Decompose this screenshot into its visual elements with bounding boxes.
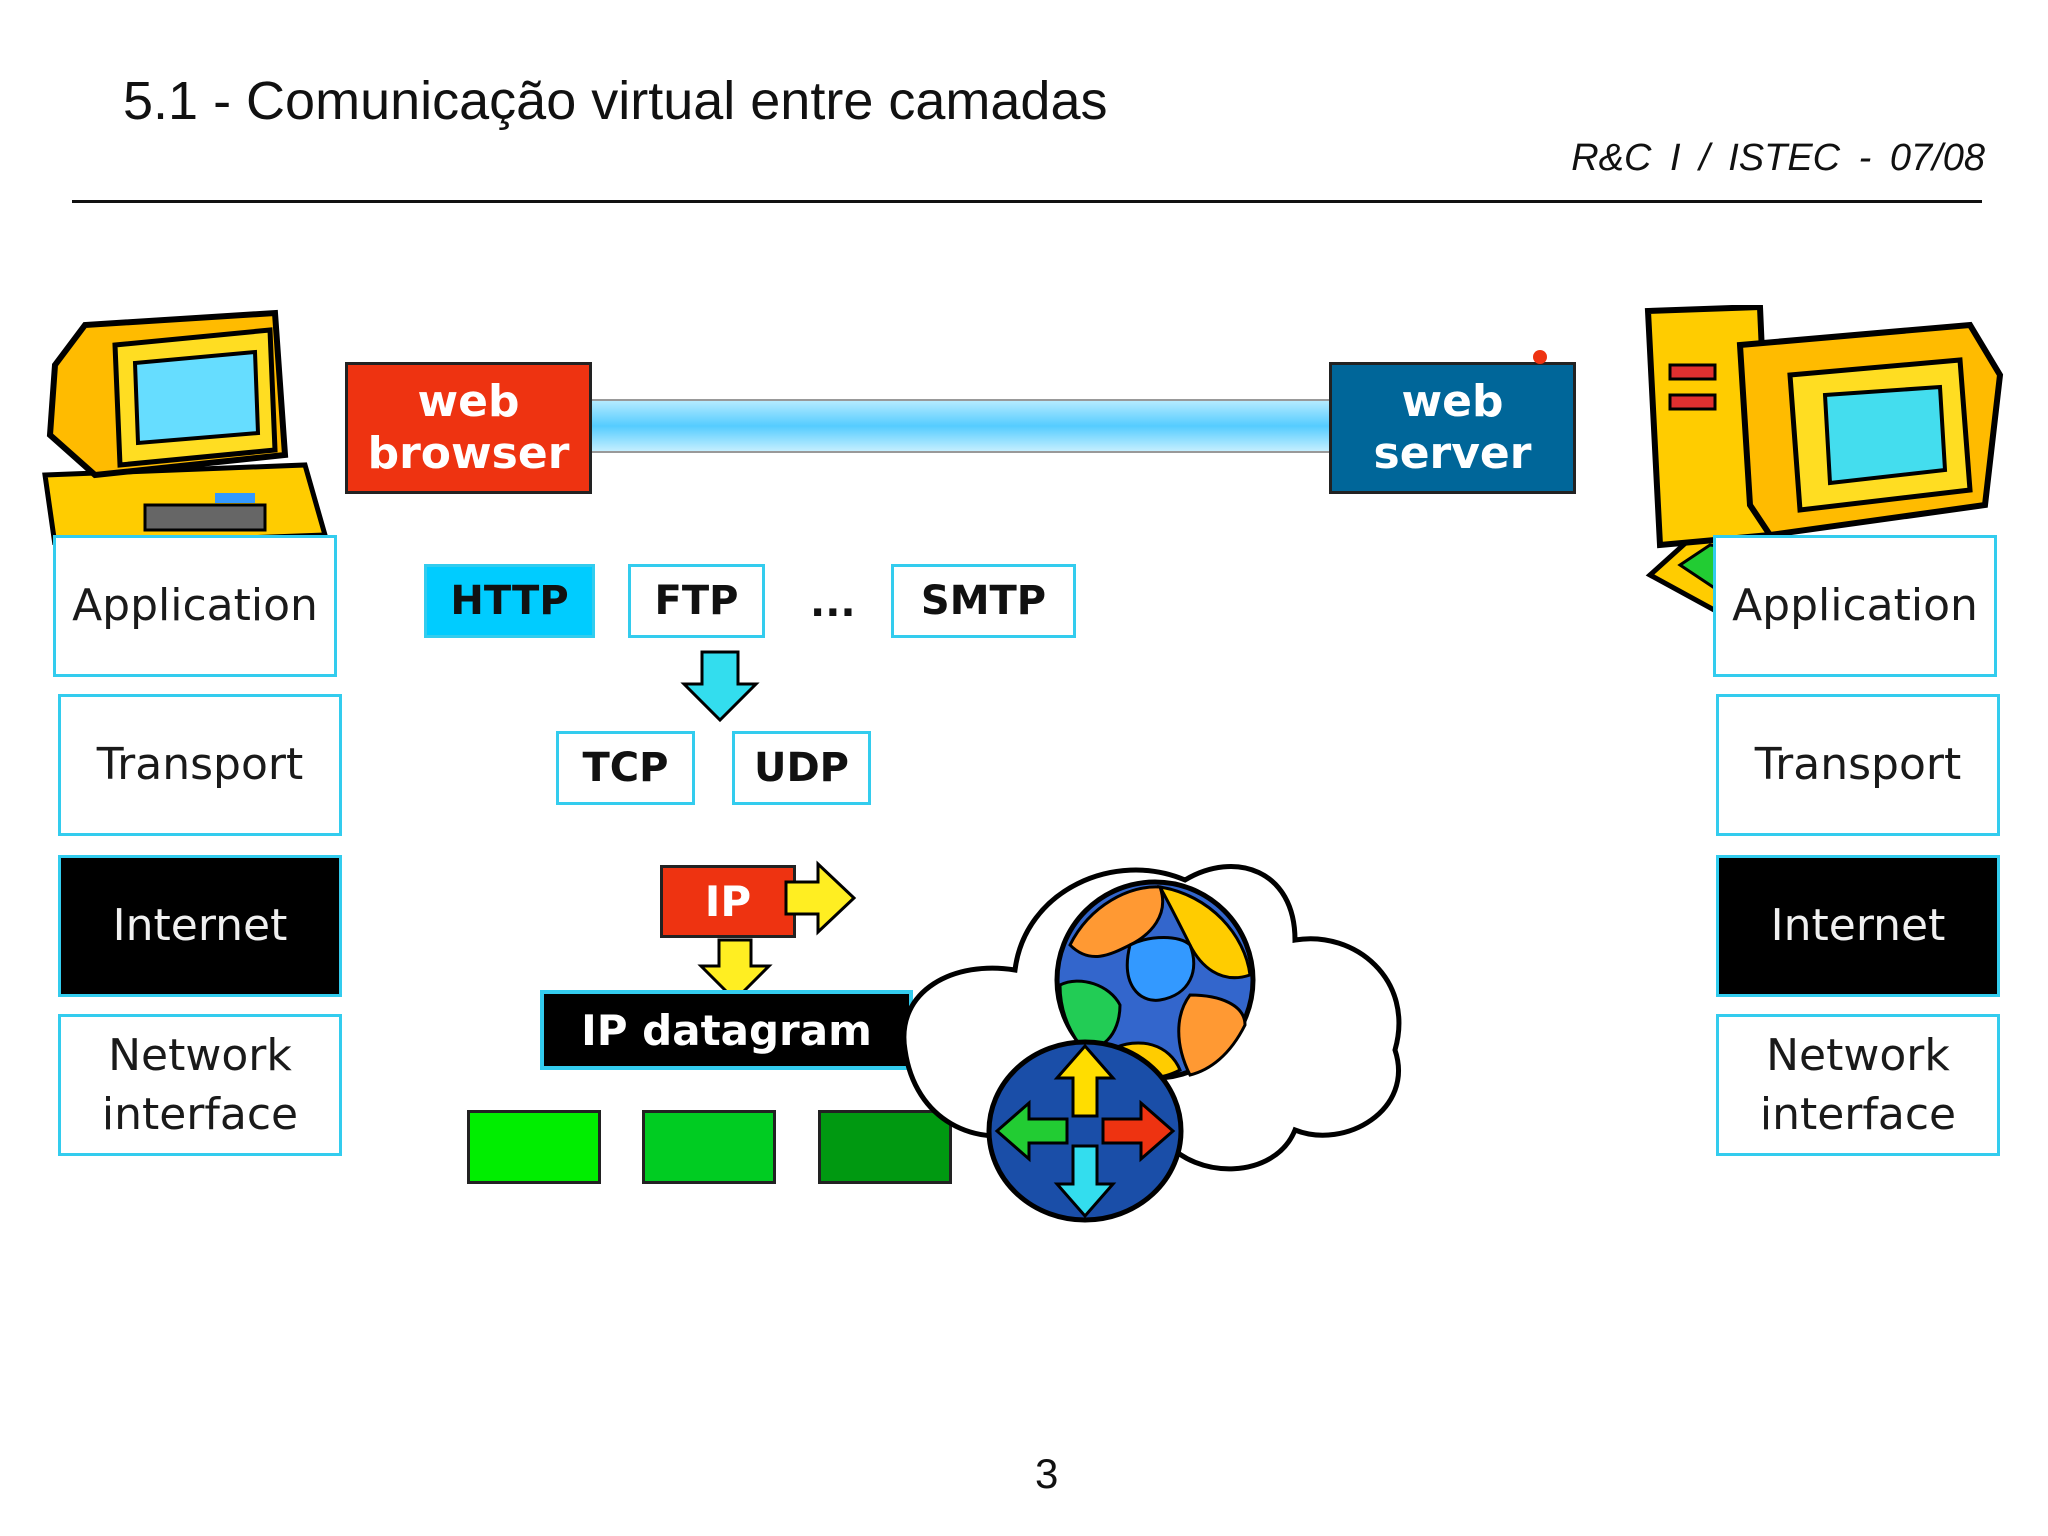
- server-computer-icon: [1644, 305, 2004, 640]
- down-arrow-icon: [680, 650, 760, 723]
- course-info: R&C I / ISTEC - 07/08: [1571, 137, 1985, 179]
- yellow-down-arrow-icon: [697, 938, 773, 1002]
- right-arrow-icon: [784, 860, 857, 936]
- tcp-protocol: TCP: [556, 731, 695, 805]
- ip-datagram-box: IP datagram: [540, 990, 913, 1070]
- ip-protocol: IP: [660, 865, 796, 938]
- http-protocol: HTTP: [424, 564, 595, 638]
- virtual-connection-pipe: [580, 399, 1340, 453]
- client-application-layer: Application: [53, 535, 337, 677]
- server-internet-layer: Internet: [1716, 855, 2000, 997]
- client-computer-icon: [42, 309, 329, 545]
- server-network-interface-layer: Network interface: [1716, 1014, 2000, 1156]
- client-network-interface-layer: Network interface: [58, 1014, 342, 1156]
- title-rule: [72, 200, 1982, 203]
- link-frame-1: [467, 1110, 601, 1184]
- more-protocols-ellipsis: ...: [810, 580, 856, 626]
- router-icon: [986, 1039, 1184, 1223]
- client-transport-layer: Transport: [58, 694, 342, 836]
- smtp-protocol: SMTP: [891, 564, 1076, 638]
- page-number: 3: [1035, 1450, 1059, 1497]
- server-application-layer: Application: [1713, 535, 1997, 677]
- client-internet-layer: Internet: [58, 855, 342, 997]
- server-transport-layer: Transport: [1716, 694, 2000, 836]
- slide-title: 5.1 - Comunicação virtual entre camadas: [123, 71, 1108, 131]
- link-frame-3: [818, 1110, 952, 1184]
- ftp-protocol: FTP: [628, 564, 765, 638]
- web-server-box: web server: [1329, 362, 1576, 494]
- web-browser-box: web browser: [345, 362, 592, 494]
- link-frame-2: [642, 1110, 776, 1184]
- red-dot-icon: [1533, 350, 1547, 364]
- udp-protocol: UDP: [732, 731, 871, 805]
